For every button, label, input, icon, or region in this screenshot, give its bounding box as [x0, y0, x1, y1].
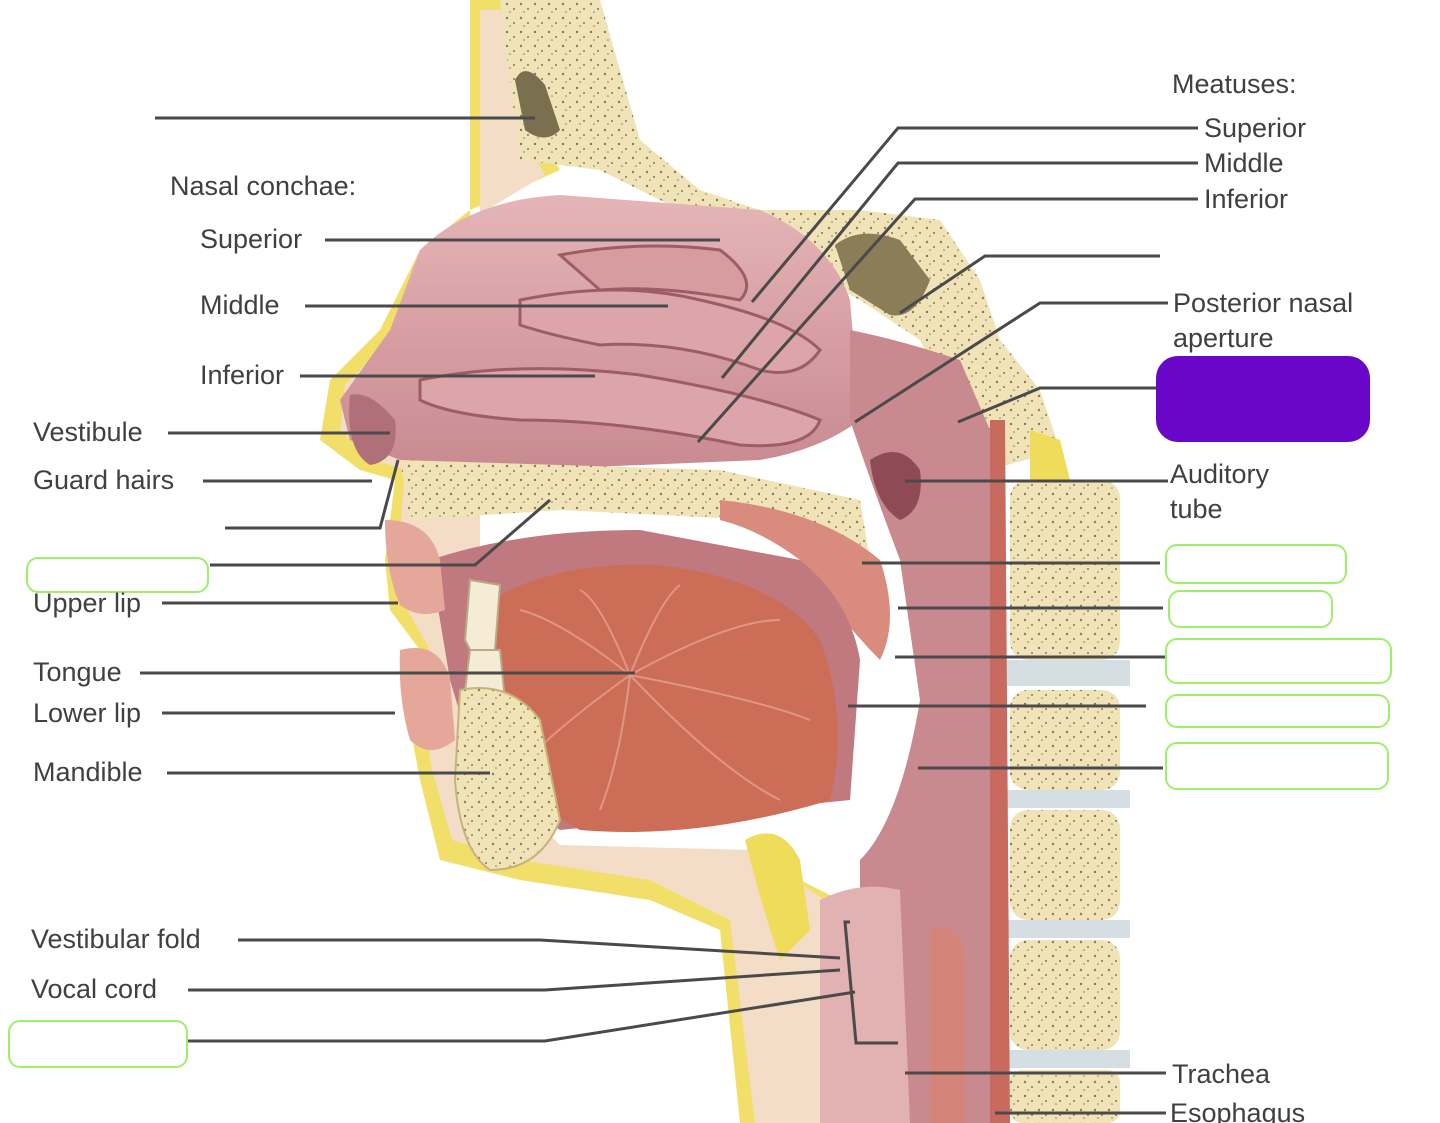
answer-box-right-1[interactable] — [1165, 544, 1347, 584]
trachea-ring — [930, 928, 965, 1123]
label-inferior-meatus: Inferior — [1204, 184, 1289, 214]
label-vocal-cord: Vocal cord — [31, 974, 158, 1004]
esophagus-tube — [990, 420, 1010, 1123]
answer-box-right-5[interactable] — [1165, 742, 1389, 790]
frontal-sinus — [515, 71, 560, 138]
answer-box-right-3[interactable] — [1165, 638, 1392, 684]
leader-lines — [135, 116, 1198, 1115]
auditory-tube-opening — [870, 452, 921, 520]
sphenoid-sinus — [835, 233, 930, 316]
answer-box-right-2[interactable] — [1168, 590, 1333, 628]
answer-box-filled[interactable] — [1156, 356, 1370, 442]
cervical-vertebrae — [1000, 430, 1130, 1123]
label-vestibule: Vestibule — [33, 417, 143, 447]
heading-meatuses: Meatuses: — [1172, 69, 1297, 99]
label-middle-meatus: Middle — [1204, 148, 1284, 178]
nostril — [349, 394, 396, 465]
label-middle-concha: Middle — [200, 290, 280, 320]
tongue — [490, 564, 838, 832]
hard-palate — [400, 460, 870, 560]
answer-box-right-4[interactable] — [1165, 694, 1390, 728]
label-upper-lip: Upper lip — [33, 588, 142, 618]
label-auditory-tube-line2: tube — [1170, 494, 1223, 524]
label-posterior-nasal-aperture-line2: aperture — [1173, 323, 1274, 353]
answer-box-left-1[interactable] — [26, 557, 209, 593]
label-auditory-tube-line1: Auditory — [1170, 459, 1270, 489]
label-inferior-concha: Inferior — [200, 360, 285, 390]
label-trachea: Trachea — [1172, 1059, 1271, 1089]
tongue-fibers — [519, 584, 811, 811]
heading-nasal-conchae: Nasal conchae: — [170, 171, 357, 201]
larynx — [820, 886, 910, 1123]
answer-box-left-2[interactable] — [8, 1020, 188, 1068]
label-superior-concha: Superior — [200, 224, 303, 254]
inferior-concha — [418, 367, 822, 448]
label-esophagus: Esophagus — [1170, 1098, 1306, 1123]
label-tongue: Tongue — [33, 657, 122, 687]
label-vestibular-fold: Vestibular fold — [31, 924, 201, 954]
label-mandible: Mandible — [33, 757, 143, 787]
superior-concha — [556, 244, 749, 302]
epiglottis — [745, 833, 810, 960]
upper-lip-shape — [385, 520, 445, 614]
label-guard-hairs: Guard hairs — [33, 465, 175, 495]
label-superior-meatus: Superior — [1204, 113, 1307, 143]
label-lower-lip: Lower lip — [33, 698, 142, 728]
label-posterior-nasal-aperture-line1: Posterior nasal — [1173, 288, 1354, 318]
mandible-bone — [453, 687, 562, 872]
